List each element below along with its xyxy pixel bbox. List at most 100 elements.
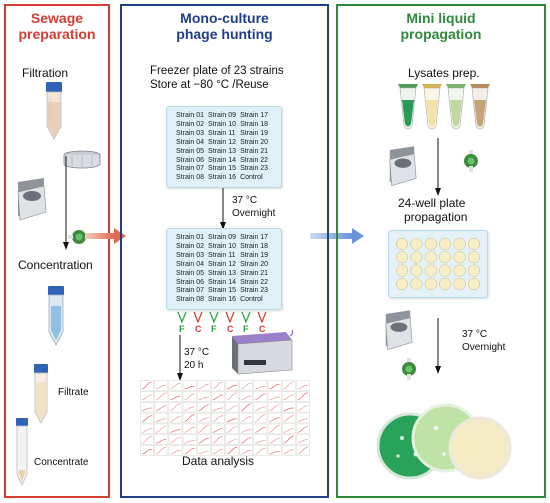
curve-cell: [225, 412, 239, 424]
strain-label: Strain 10: [208, 242, 237, 250]
well: [410, 237, 423, 251]
growth-curve: [170, 395, 181, 401]
growth-curve: [226, 392, 238, 401]
transfer-arrow-blue: [310, 228, 364, 244]
incubation-temp-2: 37 °C: [184, 347, 210, 358]
curve-cell: [211, 423, 225, 435]
curve-cell: [154, 391, 169, 402]
centrifuge-icon-2: [389, 146, 417, 187]
curve-cell: [267, 445, 282, 456]
growth-curve: [141, 428, 153, 433]
well: [395, 277, 409, 290]
incubation-temp-1: 37 °C: [232, 195, 258, 206]
well: [439, 237, 452, 251]
curve-cell: [296, 401, 310, 413]
strain-label: Strain 16: [208, 296, 237, 304]
strain-label: Strain 09: [208, 234, 237, 241]
growth-curve: [212, 394, 224, 401]
growth-curve: [184, 406, 195, 411]
curve-cell: [281, 423, 296, 435]
well: [453, 237, 466, 251]
well: [395, 264, 409, 277]
growth-curve: [212, 407, 224, 411]
curve-cell: [296, 445, 310, 456]
growth-curve: [170, 382, 181, 390]
syringe-filter-icon-3: [402, 358, 416, 380]
fc-letter: F: [179, 324, 185, 334]
strain-label: Strain 06: [176, 278, 205, 286]
sewage-title: Sewage preparation: [18, 10, 96, 42]
curve-cell: [140, 380, 154, 391]
sewage-panel: Sewage preparation: [4, 4, 110, 498]
strain-label: Strain 01: [176, 112, 205, 119]
growth-curve: [198, 396, 209, 401]
curve-cell: [281, 434, 296, 445]
growth-curve: [241, 437, 252, 444]
strain-label: Strain 06: [176, 156, 205, 164]
curve-cell: [196, 434, 211, 445]
curve-cell: [267, 380, 282, 391]
growth-curve: [241, 429, 252, 433]
filter-unit-icon: [63, 150, 101, 169]
curve-cell: [296, 434, 310, 445]
well: [424, 237, 437, 251]
plate-label: 24-well plate: [398, 196, 466, 210]
pipette-arrow: [193, 311, 203, 324]
curve-cell: [211, 380, 225, 391]
strain-label: Strain 15: [208, 165, 237, 173]
growth-curve: [255, 414, 266, 422]
curve-cell: [182, 412, 197, 424]
growth-curve: [283, 394, 294, 401]
curve-cell: [267, 434, 282, 445]
propagation-arrow-2: [435, 318, 441, 374]
growth-curve: [170, 416, 181, 422]
growth-curve: [184, 385, 195, 390]
pipette-arrows: [177, 311, 267, 324]
growth-curve: [156, 426, 167, 433]
growth-curve: [255, 393, 266, 401]
growth-curve: [269, 425, 280, 433]
growth-curve: [283, 435, 294, 444]
growth-curve: [269, 417, 280, 422]
curve-cell: [239, 445, 254, 456]
curve-cell: [239, 412, 254, 424]
petri-dishes-icon: [376, 403, 512, 480]
24-well-plate: [388, 230, 488, 298]
incubation-arrow-2: [177, 335, 183, 381]
curve-cell: [239, 401, 254, 413]
growth-curve: [184, 447, 195, 455]
growth-curve: [212, 415, 224, 422]
strain-label: Strain 21: [240, 269, 269, 277]
plate-propagation-label: propagation: [404, 210, 468, 224]
pipette-arrow: [257, 311, 267, 324]
well: [424, 277, 437, 290]
fc-letter: C: [195, 324, 202, 334]
strain-label: Strain 12: [208, 138, 237, 146]
syringe-filter-icon: [68, 230, 90, 244]
curve-cell: [225, 380, 239, 391]
curve-cell: [196, 412, 211, 424]
curve-cell: [140, 401, 154, 413]
well: [439, 251, 452, 264]
freezer-plate-label: Freezer plate of 23 strains: [150, 65, 284, 77]
strain-label: Strain 19: [240, 251, 269, 259]
growth-curve: [156, 418, 167, 422]
growth-curve: [184, 393, 195, 401]
growth-curve: [156, 439, 167, 444]
growth-curve: [283, 407, 294, 411]
growth-curve: [297, 418, 309, 422]
growth-curve: [156, 392, 167, 401]
growth-curve: [141, 449, 153, 455]
curve-cell: [281, 445, 296, 456]
concentration-label: Concentration: [18, 258, 93, 272]
pipette-arrow: [225, 311, 235, 324]
growth-curve: [156, 405, 167, 411]
curve-cell: [211, 434, 225, 445]
concentrator-tube-icon: [48, 286, 64, 346]
curve-cell: [168, 423, 183, 435]
curve-cell: [211, 445, 225, 456]
freezer-storage-label: Store at −80 °C /Reuse: [150, 79, 269, 91]
fc-letter: F: [211, 324, 217, 334]
